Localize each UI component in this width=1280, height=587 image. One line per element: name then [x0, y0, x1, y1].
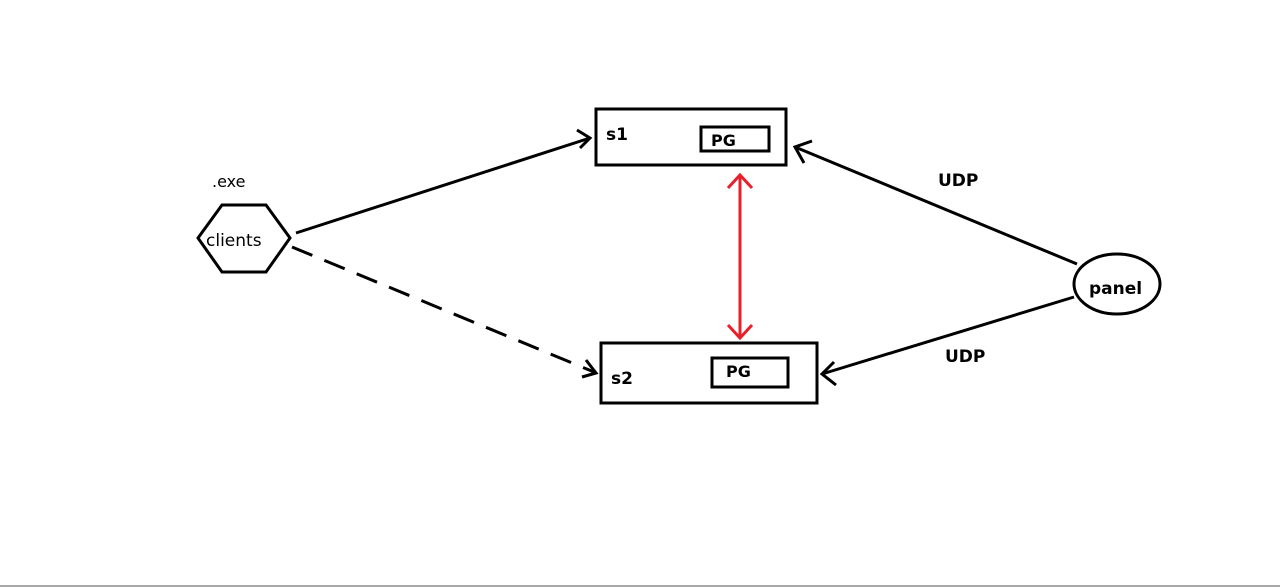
s2-pg-box: [710, 356, 790, 389]
s1-pg-label: PG: [711, 131, 736, 150]
udp-label-s1: UDP: [938, 171, 978, 191]
clients-label: clients: [206, 231, 262, 251]
panel-label: panel: [1089, 279, 1142, 299]
clients-hexagon: [196, 203, 292, 274]
udp-label-s2: UDP: [945, 347, 985, 367]
edge-panel-s1-line: [794, 145, 1078, 266]
edge-clients-to-s2: [291, 245, 599, 379]
arrowhead-s2-from-panel: [819, 360, 837, 387]
panel-ellipse: [1072, 252, 1162, 316]
panel-node: panel: [1072, 252, 1162, 316]
s2-label: s2: [611, 369, 633, 389]
s1-node: s1 PG: [594, 107, 788, 167]
s2-pg-label: PG: [726, 362, 751, 381]
edge-clients-s1-line: [295, 136, 591, 235]
bottom-border: [0, 585, 1280, 587]
s1-label: s1: [606, 125, 628, 145]
arrowhead-s1-from-clients: [576, 128, 593, 150]
edge-s1-s2-replication: [726, 172, 754, 341]
edge-panel-to-s1: [792, 139, 1078, 266]
edge-clients-to-s1: [295, 128, 593, 235]
replication-arrowhead-down: [726, 323, 754, 341]
clients-annotation: .exe: [212, 172, 245, 191]
arrowhead-s1-from-panel: [792, 139, 813, 164]
arrowhead-s2-from-clients: [581, 359, 599, 379]
replication-arrowhead-up: [726, 172, 754, 190]
s1-pg-box: [699, 125, 771, 153]
edge-clients-s2-line: [291, 245, 595, 374]
edge-panel-to-s2: [819, 295, 1075, 387]
clients-node: clients: [196, 203, 292, 274]
edge-panel-s2-line: [821, 295, 1075, 376]
s2-node: s2 PG: [599, 341, 819, 405]
